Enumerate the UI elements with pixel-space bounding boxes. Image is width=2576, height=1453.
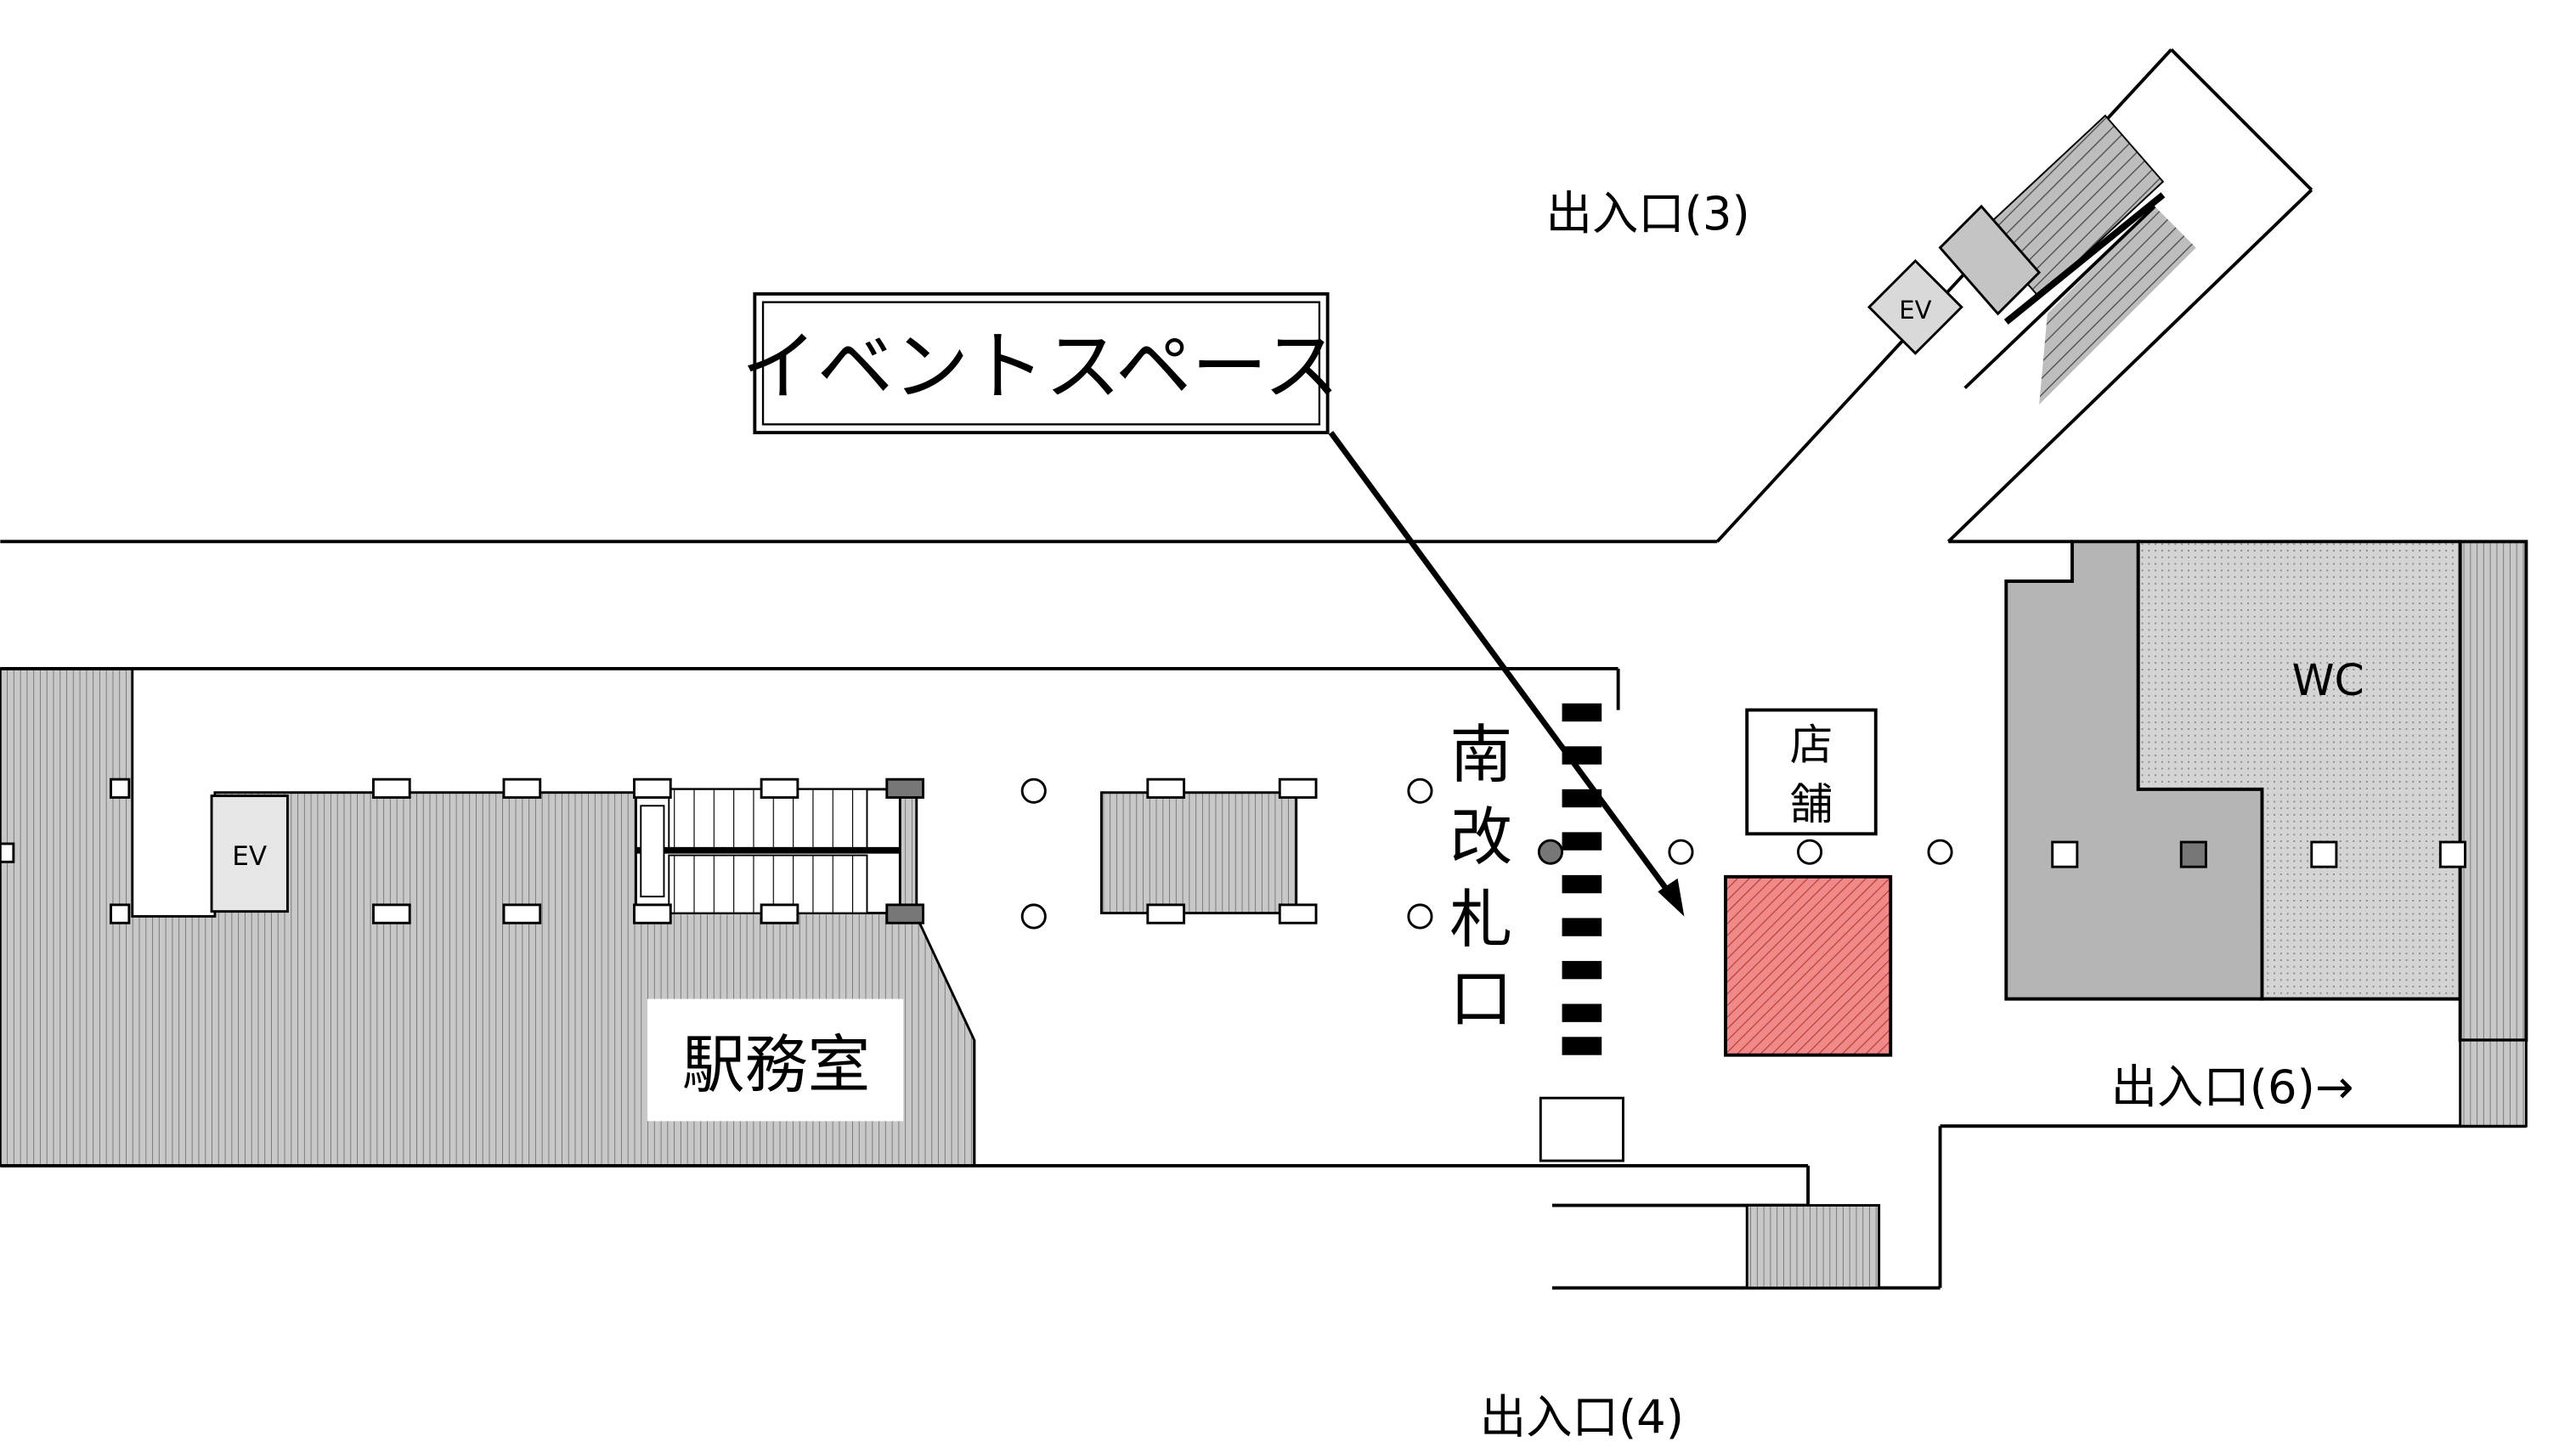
- station-office-label: 駅務室: [682, 1029, 871, 1102]
- exit4-label: 出入口(4): [1480, 1391, 1684, 1445]
- south-gate-char-4: 口: [1449, 963, 1512, 1036]
- event-space-label: イベントスペース: [741, 323, 1339, 411]
- shop-char-2: 舗: [1790, 779, 1833, 829]
- right-gray-block: [2004, 540, 2528, 1128]
- wc-label: WC: [2292, 655, 2364, 705]
- middle-stairs: [1099, 791, 1298, 915]
- ev-label-left: EV: [232, 841, 267, 872]
- exit4-stairs: [1745, 1204, 1881, 1290]
- left-escalator: [634, 788, 901, 915]
- pillars: [0, 777, 2466, 924]
- ev-label-exit3: EV: [1899, 296, 1931, 325]
- round-pillars: [1020, 777, 1953, 930]
- shop-char-1: 店: [1790, 720, 1833, 770]
- station-office: 駅務室: [647, 998, 904, 1122]
- exit3-stairs: [1938, 114, 2196, 405]
- gate-booth: [1539, 1096, 1624, 1162]
- event-space-area: [1724, 874, 1893, 1057]
- left-elevator: EV: [210, 794, 289, 913]
- south-gate-char-3: 札: [1449, 884, 1512, 957]
- south-gate-label: 南 改 札 口: [1449, 718, 1512, 1036]
- south-gate-char-2: 改: [1449, 800, 1512, 873]
- south-gate-char-1: 南: [1449, 718, 1512, 791]
- exit3-elevator: EV: [1867, 258, 1963, 355]
- shop: 店 舗: [1745, 708, 1878, 836]
- ticket-gates: [1562, 703, 1602, 1055]
- exit6-label: 出入口(6)→: [2111, 1060, 2354, 1114]
- callout-arrow: [1328, 431, 1685, 917]
- event-space-callout: イベントスペース: [741, 291, 1340, 435]
- exit3-label: 出入口(3): [1546, 187, 1750, 240]
